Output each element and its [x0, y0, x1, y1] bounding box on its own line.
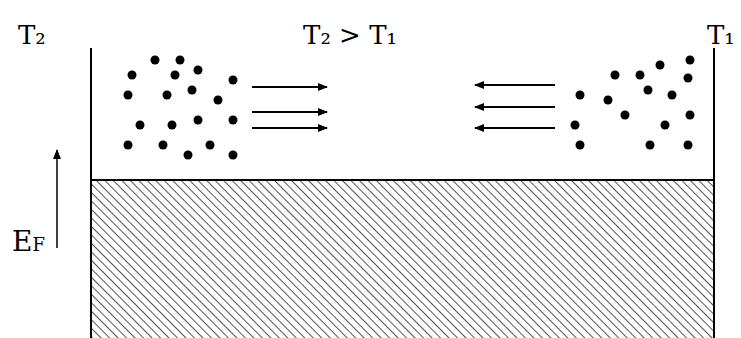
electron-dot — [128, 71, 137, 80]
electron-dot — [646, 141, 655, 150]
flow-arrows — [252, 85, 555, 128]
electron-dot — [188, 86, 197, 95]
electron-dot — [636, 71, 645, 80]
electron-dot — [194, 66, 203, 75]
electron-dots — [124, 56, 695, 160]
bar-outline — [91, 48, 714, 338]
electron-dot — [661, 121, 670, 130]
electron-dot — [206, 141, 215, 150]
electron-dot — [576, 91, 585, 100]
electron-dot — [644, 86, 653, 95]
electron-dot — [684, 74, 693, 83]
electron-dot — [124, 91, 133, 100]
electron-dot — [621, 111, 630, 120]
fermi-sea — [91, 180, 714, 338]
hot-end-temperature: T₂ — [18, 22, 46, 48]
electron-dot — [611, 71, 620, 80]
electron-dot — [604, 96, 613, 105]
electron-dot — [163, 91, 172, 100]
electron-dot — [656, 61, 665, 70]
electron-dot — [668, 91, 677, 100]
electron-dot — [686, 111, 695, 120]
electron-dot — [229, 116, 238, 125]
electron-dot — [214, 96, 223, 105]
electron-dot — [176, 56, 185, 65]
electron-dot — [576, 141, 585, 150]
electron-dot — [229, 76, 238, 85]
electron-dot — [684, 141, 693, 150]
electron-dot — [184, 151, 193, 160]
temperature-relation: T₂ > T₁ — [303, 22, 397, 48]
electron-dot — [136, 121, 145, 130]
electron-dot — [159, 141, 168, 150]
energy-axis-arrow — [56, 150, 58, 248]
cold-end-temperature: T₁ — [707, 22, 735, 48]
electron-dot — [151, 56, 160, 65]
fermi-energy-label: EF — [12, 228, 45, 256]
electron-dot — [194, 116, 203, 125]
electron-dot — [571, 121, 580, 130]
electron-dot — [171, 71, 180, 80]
electron-dot — [686, 56, 695, 65]
electron-dot — [124, 141, 133, 150]
electron-dot — [229, 151, 238, 160]
electron-dot — [168, 121, 177, 130]
